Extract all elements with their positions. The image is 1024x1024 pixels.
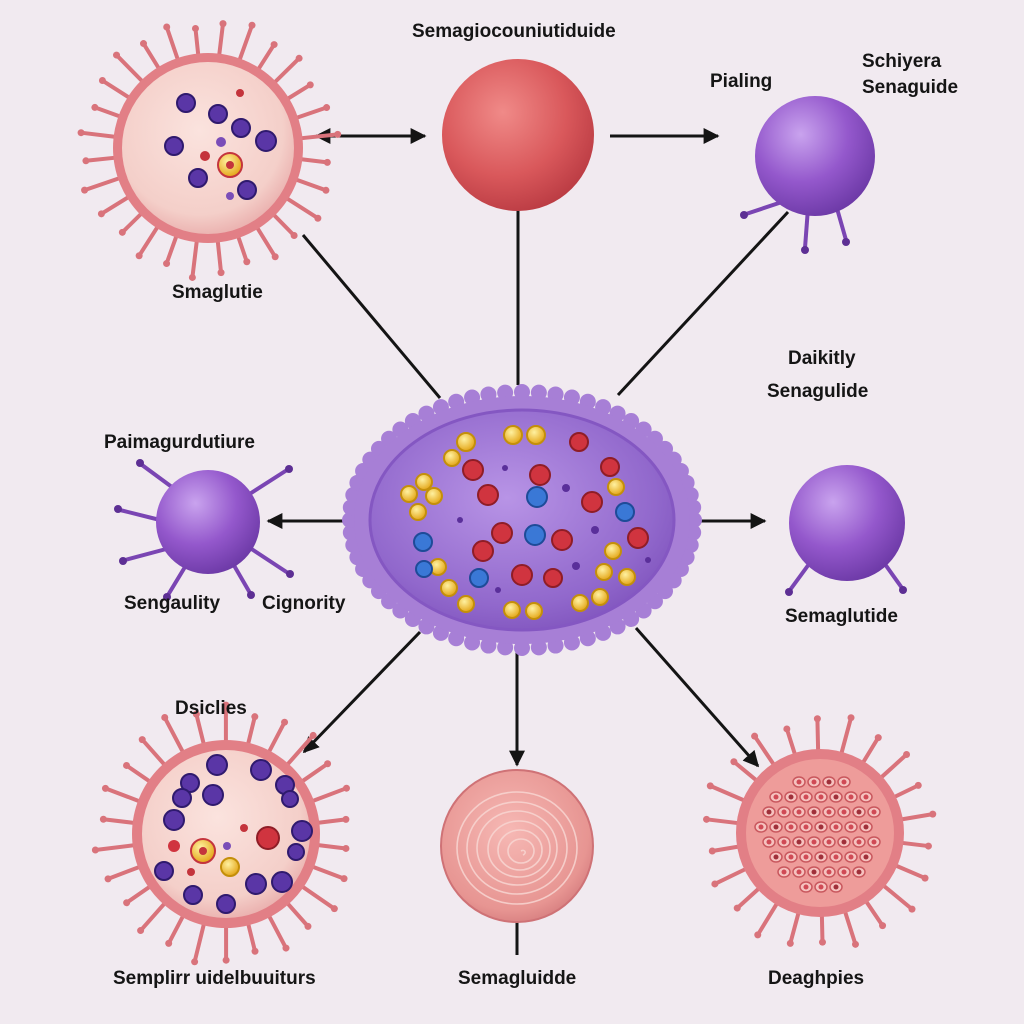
label-top-title: Semagiocouniutiduide [412,21,616,42]
arrow-to-bottom-left [302,630,422,754]
label-paimagurdutiure: Paimagurdutiure [104,432,255,453]
label-dsiclies: Dsiclies [175,698,247,719]
label-daikitly: Daikitly [788,348,856,369]
purple-cell-left-body [156,470,260,574]
cell-granules [164,89,277,200]
connector-top-left [301,234,442,399]
cell-texture [754,776,881,893]
red-cell-top [442,59,594,211]
purple-cell-right [785,465,907,596]
cell-spikes [91,701,350,966]
label-semaglutide-right: Semaglutide [785,606,898,627]
label-bottom-center: Semagluidde [458,968,577,989]
spiky-cell-top-left [77,20,342,281]
center-cell [342,384,702,656]
label-senaguide: Senaguide [862,77,959,98]
spiky-cell-bottom-left [91,701,350,966]
swirl-cell-pattern [456,791,578,905]
arrow-to-bottom-right [634,627,760,768]
cell-spikes [703,714,937,948]
label-bottom-left: Semplirr uidelbuuiturs [113,968,316,989]
swirl-cell-bottom [440,769,594,923]
label-pialing: Pialing [710,71,773,92]
label-bottom-right: Deaghpies [768,968,865,989]
cell-spikes [77,20,342,281]
purple-cell-body [755,96,875,216]
label-sengaulity: Sengaulity [124,593,221,614]
red-cell-body [442,59,594,211]
center-cell-granules [400,425,651,620]
connector-top-right [616,210,790,397]
textured-cell-bottom-right [703,714,937,948]
purple-cell-left [114,459,294,601]
label-cignority: Cignority [262,593,346,614]
label-schiyera: Schiyera [862,51,942,72]
label-smaglutie: Smaglutie [172,282,263,303]
swirl-cell-body [440,769,594,923]
connectors [266,128,790,955]
purple-cell-right-body [789,465,905,581]
label-senagulide: Senagulide [767,381,869,402]
cell-granules [154,754,313,914]
purple-cell-top-right [740,96,875,254]
